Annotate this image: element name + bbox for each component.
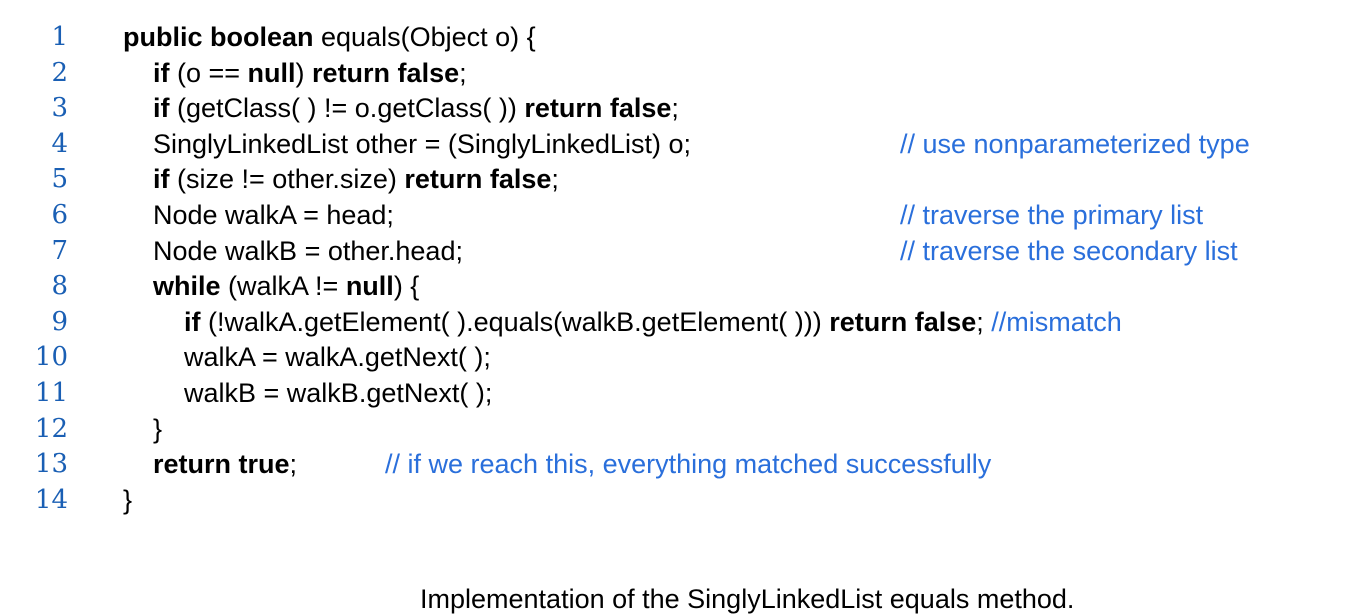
code-comment: //mismatch	[991, 306, 1122, 337]
code-token: }	[123, 484, 133, 515]
code-text: Node walkA = head;	[153, 198, 394, 234]
code-keyword: null	[345, 271, 394, 302]
code-line: 11 walkB = walkB.getNext( );	[0, 376, 1362, 412]
code-line: 2 if (o == null) return false;	[0, 56, 1362, 92]
line-number: 8	[51, 271, 68, 302]
code-comment: // use nonparameterized type	[900, 128, 1250, 159]
code-token: ;	[671, 93, 679, 124]
line-number: 1	[51, 22, 68, 52]
code-token: equals(Object o) {	[313, 22, 536, 52]
line-number: 9	[51, 306, 68, 337]
code-keyword: public boolean	[123, 22, 314, 52]
code-token: )	[295, 57, 313, 88]
code-line: 6 Node walkA = head; // traverse the pri…	[0, 198, 1362, 234]
code-line: 5 if (size != other.size) return false;	[0, 162, 1362, 198]
code-text: return true;	[153, 447, 297, 483]
code-token: ;	[459, 57, 467, 88]
code-text: if (!walkA.getElement( ).equals(walkB.ge…	[184, 305, 1122, 341]
line-number: 6	[51, 199, 68, 230]
code-token: }	[153, 413, 163, 444]
line-number: 11	[34, 377, 68, 408]
code-keyword: return false	[404, 164, 552, 195]
code-line: 4 SinglyLinkedList other = (SinglyLinked…	[0, 127, 1362, 163]
code-keyword: return false	[829, 306, 977, 337]
code-keyword: return false	[312, 57, 460, 88]
code-text: walkB = walkB.getNext( );	[184, 376, 492, 412]
code-keyword: return true	[153, 449, 290, 480]
line-number: 4	[51, 128, 68, 159]
code-text: if (size != other.size) return false;	[153, 162, 559, 198]
code-token: Node walkB = other.head;	[153, 235, 463, 266]
code-keyword: while	[153, 271, 221, 302]
code-token: (!walkA.getElement( ).equals(walkB.getEl…	[200, 306, 830, 337]
code-token: SinglyLinkedList other = (SinglyLinkedLi…	[153, 128, 692, 159]
code-keyword: null	[247, 57, 296, 88]
code-text: if (o == null) return false;	[153, 56, 467, 92]
code-token: (walkA !=	[220, 271, 346, 302]
code-token: (o ==	[169, 57, 248, 88]
code-token: walkB = walkB.getNext( );	[184, 377, 493, 408]
code-token: ;	[289, 449, 298, 480]
code-token: ;	[551, 164, 559, 195]
code-text: public boolean equals(Object o) {	[123, 20, 536, 56]
code-token: Node walkA = head;	[153, 199, 394, 230]
code-text: while (walkA != null) {	[153, 269, 419, 305]
code-line: 1 public boolean equals(Object o) {	[0, 20, 1362, 56]
line-number: 13	[34, 449, 68, 480]
code-keyword: if	[153, 164, 170, 195]
code-text: if (getClass( ) != o.getClass( )) return…	[153, 91, 679, 127]
line-number: 14	[34, 484, 68, 515]
code-keyword: if	[153, 93, 170, 124]
code-text: }	[153, 412, 162, 448]
code-token: ;	[976, 306, 992, 337]
code-line: 8 while (walkA != null) {	[0, 269, 1362, 305]
code-line: 10 walkA = walkA.getNext( );	[0, 340, 1362, 376]
code-keyword: if	[184, 306, 201, 337]
line-number: 7	[51, 235, 68, 266]
line-number: 12	[34, 413, 68, 444]
code-line: 7 Node walkB = other.head; // traverse t…	[0, 234, 1362, 270]
code-token: (size != other.size)	[169, 164, 405, 195]
code-text: SinglyLinkedList other = (SinglyLinkedLi…	[153, 127, 691, 163]
code-keyword: return false	[524, 93, 672, 124]
figure-caption: Implementation of the SinglyLinkedList e…	[420, 584, 1075, 614]
line-number: 3	[51, 93, 68, 124]
code-token: walkA = walkA.getNext( );	[184, 342, 491, 373]
code-token: (getClass( ) != o.getClass( ))	[169, 93, 525, 124]
code-listing: 1 public boolean equals(Object o) { 2 if…	[0, 20, 1362, 518]
code-line: 12 }	[0, 412, 1362, 448]
line-number: 2	[51, 57, 68, 88]
code-comment: // if we reach this, everything matched …	[385, 449, 992, 480]
code-text: }	[123, 483, 132, 519]
code-keyword: if	[153, 57, 170, 88]
code-comment: // traverse the primary list	[900, 199, 1204, 230]
code-comment: // traverse the secondary list	[900, 235, 1238, 266]
code-line: 14 }	[0, 483, 1362, 519]
line-number: 5	[51, 164, 68, 195]
code-line: 13 return true; // if we reach this, eve…	[0, 447, 1362, 483]
code-line: 9 if (!walkA.getElement( ).equals(walkB.…	[0, 305, 1362, 341]
line-number: 10	[34, 342, 68, 373]
code-text: walkA = walkA.getNext( );	[184, 340, 491, 376]
code-line: 3 if (getClass( ) != o.getClass( )) retu…	[0, 91, 1362, 127]
code-text: Node walkB = other.head;	[153, 234, 463, 270]
code-token: ) {	[393, 271, 420, 302]
